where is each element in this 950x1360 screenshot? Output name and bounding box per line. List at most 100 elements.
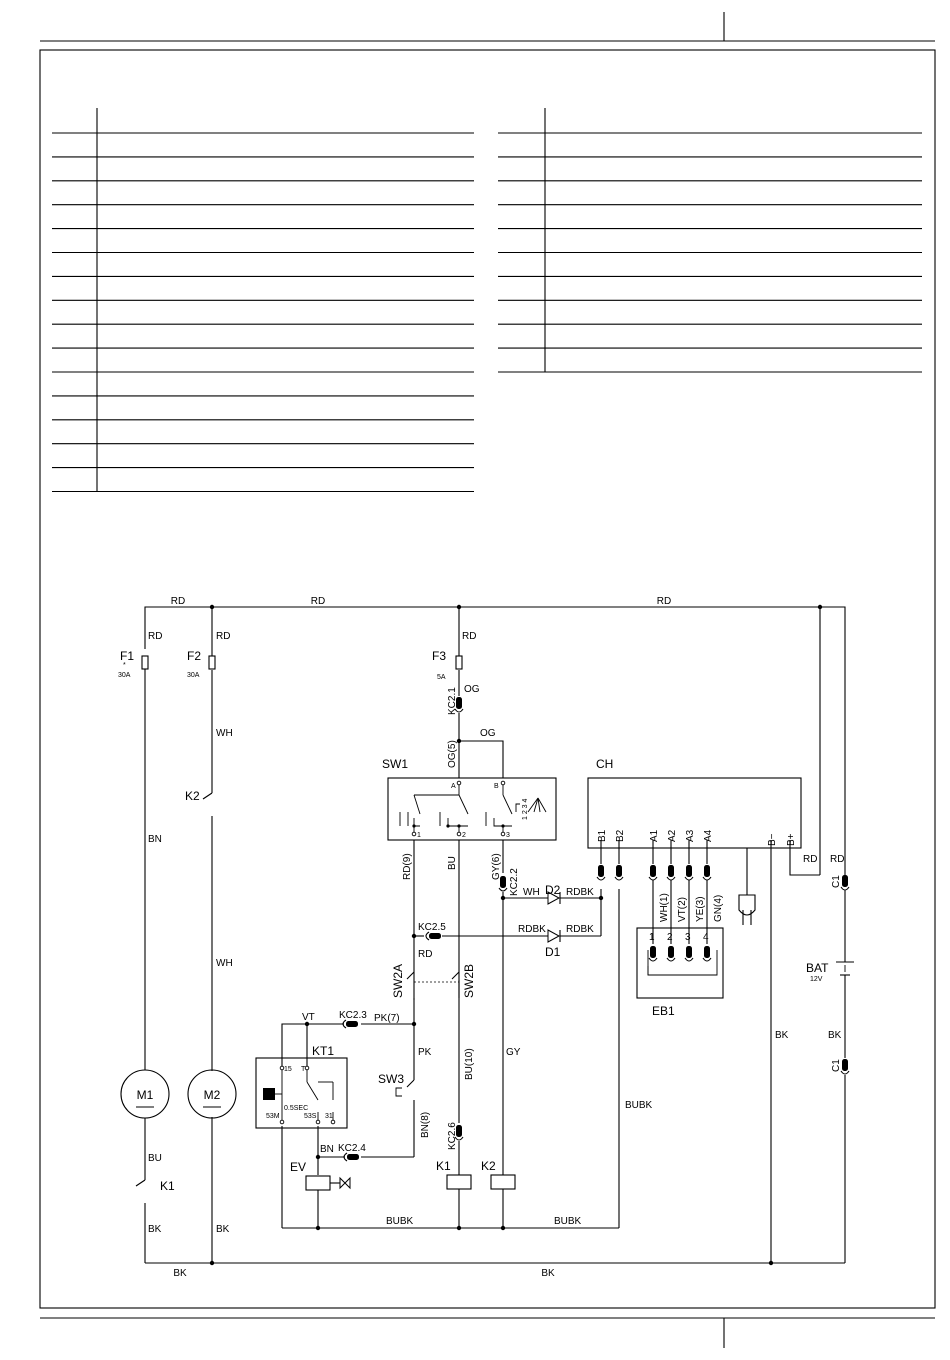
ch-terminal-a4: A4 [703, 829, 714, 842]
wire-label-bubk: BUBK [625, 1100, 653, 1111]
wire-label-rd: RD [171, 596, 185, 607]
wire-label-wh1: WH(1) [659, 893, 670, 922]
page-frame [39, 12, 936, 1348]
battery-label: BAT [806, 961, 829, 975]
kt1-terminal-53m: 53M [266, 1113, 280, 1120]
wire-label-bk: BK [173, 1268, 187, 1279]
connector-plug-icon [704, 865, 710, 877]
connector-socket-icon [684, 876, 694, 881]
connector-plug-icon [704, 946, 710, 958]
wire-label-bk: BK [541, 1268, 555, 1279]
fuse-f1-label: F1 [120, 649, 134, 663]
wire-label-bubk: BUBK [554, 1216, 582, 1227]
charger-ch [587, 777, 802, 849]
timer-kt1-label: KT1 [312, 1044, 334, 1058]
wire-label-wh: WH [216, 958, 233, 969]
connector-socket-icon [684, 957, 694, 962]
connector-kc24-label: KC2.4 [338, 1143, 366, 1154]
diode-d1-icon [547, 929, 561, 943]
relay-coil-k1 [446, 1174, 472, 1190]
wire-label-rd: RD [830, 854, 844, 865]
connector-plug-icon [616, 865, 622, 877]
sw1-terminal-3: 3 [506, 832, 510, 839]
battery-bat [836, 961, 854, 976]
motor-m1 [120, 1069, 170, 1119]
connector-socket-icon [596, 876, 606, 881]
ch-terminal-bplus: B+ [786, 833, 797, 846]
wire-label-bu10: BU(10) [464, 1048, 475, 1080]
solenoid-ev-label: EV [290, 1160, 306, 1174]
fuse-f3 [455, 655, 463, 670]
wire-label-gy: GY [506, 1047, 521, 1058]
wire-label-og: OG [464, 684, 480, 695]
kt1-terminal-15: 15 [284, 1066, 292, 1073]
diode-d2-icon [547, 891, 561, 905]
wire-label-rdbk: RDBK [566, 924, 594, 935]
connector-plug-icon [842, 875, 848, 887]
switch-sw3-label: SW3 [378, 1072, 404, 1086]
wire-label-bu: BU [148, 1153, 162, 1164]
legend-table-right [498, 108, 922, 373]
connector-socket-icon [840, 886, 850, 891]
wiring [135, 606, 846, 1264]
relay-k2-contact-label: K2 [185, 789, 200, 803]
eb1-label: EB1 [652, 1004, 675, 1018]
timer-relay-kt1 [255, 1057, 348, 1129]
switch-sw2a-label: SW2A [391, 964, 405, 998]
connector-socket-icon [343, 1152, 348, 1162]
connector-plug-icon [456, 1125, 462, 1137]
switch-sw1 [387, 777, 557, 841]
wire-label-rd: RD [657, 596, 671, 607]
connector-kc21-label: KC2.1 [447, 687, 458, 715]
switch-sw3 [395, 1087, 402, 1097]
wire-label-gy6: GY(6) [491, 853, 502, 880]
motor-m2 [187, 1069, 237, 1119]
wire-label-bk: BK [775, 1030, 789, 1041]
battery-voltage: 12V [810, 976, 823, 983]
wire-label-bubk: BUBK [386, 1216, 414, 1227]
connector-plug-icon [842, 1059, 848, 1071]
wire-label-rd: RD [462, 631, 476, 642]
fuse-f3-rating: 5A [437, 674, 446, 681]
motor-m2-label: M2 [204, 1088, 221, 1102]
wire-label-rd: RD [148, 631, 162, 642]
wire-label-og: OG [480, 728, 496, 739]
connector-kc25-label: KC2.5 [418, 922, 446, 933]
connector-socket-icon [342, 1019, 347, 1029]
wire-label-rd: RD [418, 949, 432, 960]
connector-socket-icon [648, 957, 658, 962]
ch-terminal-b2: B2 [615, 829, 626, 842]
wire-label-rd: RD [311, 596, 325, 607]
connector-kc23-label: KC2.3 [339, 1010, 367, 1021]
kt1-delay: 0.5SEC [284, 1105, 308, 1112]
connector-plug-icon [686, 865, 692, 877]
ch-terminal-a3: A3 [685, 829, 696, 842]
ch-terminal-b1: B1 [597, 829, 608, 842]
connector-plug-icon [500, 876, 506, 888]
connector-c1-label: C1 [831, 875, 842, 888]
wire-label-bn8: BN(8) [420, 1112, 431, 1138]
connector-socket-icon [498, 887, 508, 892]
connector-plug-icon [650, 865, 656, 877]
relay-coil-k1-label: K1 [436, 1159, 451, 1173]
switch-sw1-label: SW1 [382, 757, 408, 771]
wire-label-wh: WH [216, 728, 233, 739]
fuse-f1-rating: 30A [118, 672, 131, 679]
connector-plug-icon [456, 697, 462, 709]
wire-label-rdbk: RDBK [518, 924, 546, 935]
legend-table-left [52, 108, 474, 493]
sw1-terminal-a: A [451, 783, 456, 790]
wire-label-wh: WH [523, 887, 540, 898]
fuse-f3-label: F3 [432, 649, 446, 663]
kt1-terminal-31: 31 [325, 1113, 333, 1120]
connector-plug-icon [686, 946, 692, 958]
wire-label-bn: BN [320, 1144, 334, 1155]
connector-plug-icon [650, 946, 656, 958]
labels: RD RD RD RD RD RD F1 * 30A F2 30A F3 5A … [118, 596, 844, 1279]
ch-terminal-a2: A2 [667, 829, 678, 842]
fuse-f2-label: F2 [187, 649, 201, 663]
switch-sw2b-label: SW2B [462, 964, 476, 998]
junctions [209, 604, 823, 1266]
relay-coil-k2-label: K2 [481, 1159, 496, 1173]
